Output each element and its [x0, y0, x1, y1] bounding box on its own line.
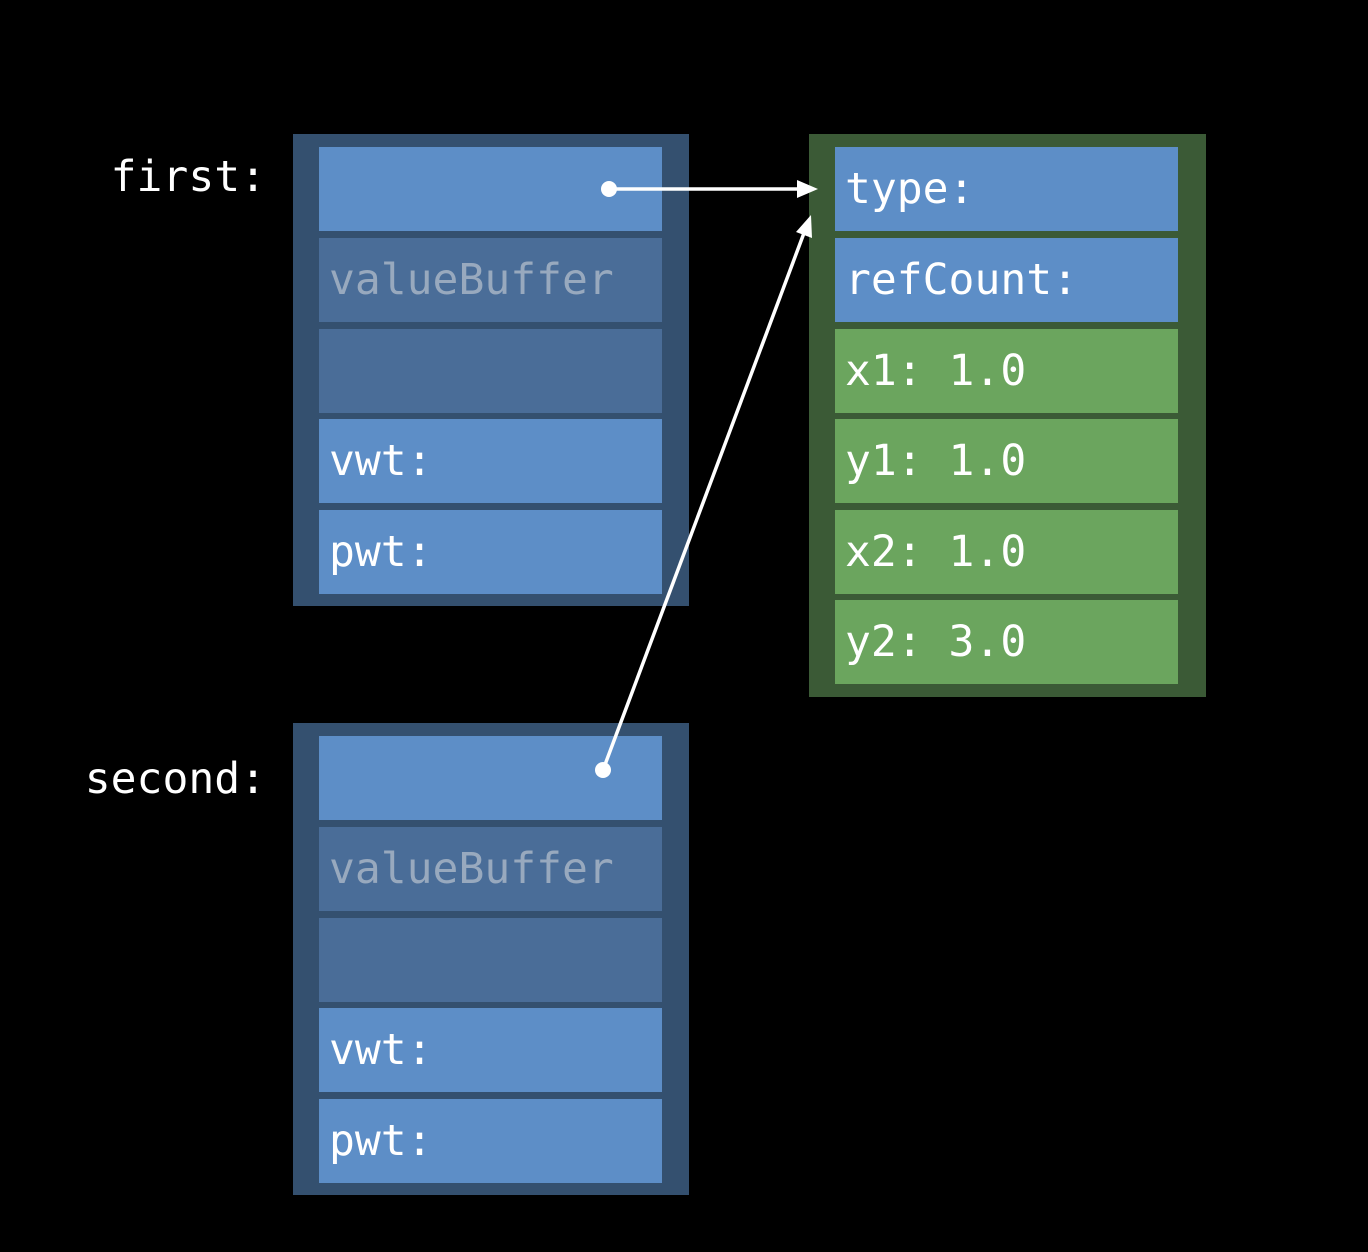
heap-x2-field: x2: 1.0 [835, 510, 1178, 594]
first-variable-label: first: [110, 152, 266, 202]
first-pointer-arrowhead [797, 180, 818, 198]
second-value-buffer-empty-slot [319, 918, 662, 1002]
heap-y1-field: y1: 1.0 [835, 419, 1178, 503]
second-pointer-arrowhead [796, 215, 812, 238]
second-pwt-slot: pwt: [319, 1099, 662, 1183]
first-pwt-slot: pwt: [319, 510, 662, 594]
first-existential-container: valueBuffer vwt: pwt: [293, 134, 689, 606]
first-value-buffer-empty-slot [319, 329, 662, 413]
second-pointer-line [601, 232, 806, 771]
second-pointer-arrow [595, 215, 812, 778]
second-value-buffer-slot: valueBuffer [319, 827, 662, 911]
second-vwt-slot: vwt: [319, 1008, 662, 1092]
first-value-buffer-slot: valueBuffer [319, 238, 662, 322]
second-existential-container: valueBuffer vwt: pwt: [293, 723, 689, 1195]
first-pointer-arrow [601, 180, 818, 198]
heap-type-field: type: [835, 147, 1178, 231]
heap-y2-field: y2: 3.0 [835, 600, 1178, 684]
first-vwt-slot: vwt: [319, 419, 662, 503]
second-value-buffer-pointer-slot [319, 736, 662, 820]
heap-object: type: refCount: x1: 1.0 y1: 1.0 x2: 1.0 … [809, 134, 1206, 697]
second-variable-label: second: [84, 754, 266, 804]
heap-refcount-field: refCount: [835, 238, 1178, 322]
heap-x1-field: x1: 1.0 [835, 329, 1178, 413]
